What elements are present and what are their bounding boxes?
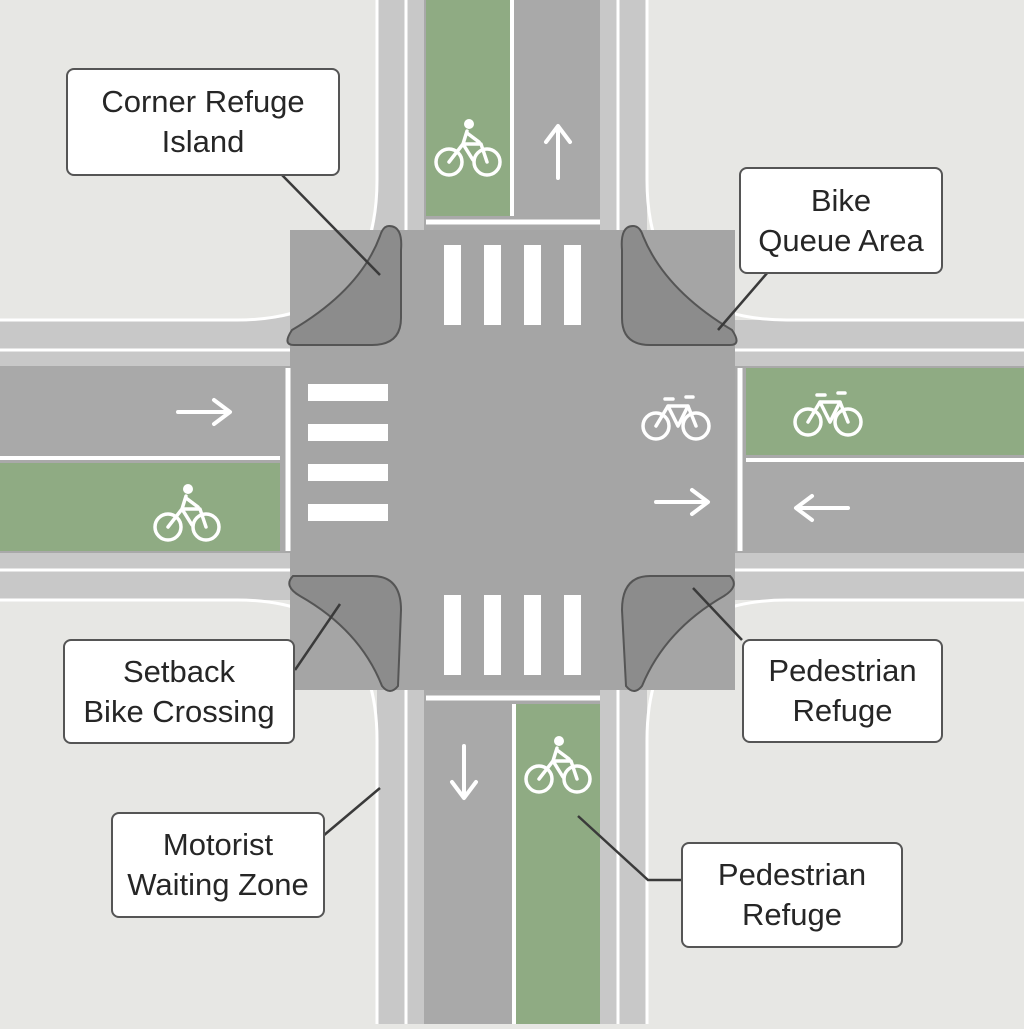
island-se <box>620 575 735 692</box>
callout-line: Corner Refuge <box>101 84 305 119</box>
callout-corner-refuge-island: Corner Refuge Island <box>66 68 340 176</box>
callout-line: Pedestrian <box>717 857 867 892</box>
callout-line: Pedestrian <box>768 653 917 688</box>
bike-lane-west <box>0 463 280 551</box>
callout-motorist-waiting-zone: Motorist Waiting Zone <box>111 812 325 918</box>
island-ne <box>620 224 738 346</box>
callout-line: Refuge <box>742 897 842 932</box>
callout-bike-queue-area: Bike Queue Area <box>739 167 943 274</box>
callout-setback-bike-crossing: Setback Bike Crossing <box>63 639 295 744</box>
bike-lane-east <box>746 368 1024 455</box>
bike-lane-north <box>426 0 510 216</box>
island-sw <box>288 575 403 692</box>
corner-islands <box>286 224 738 692</box>
crosswalks <box>308 245 581 675</box>
callout-line: Refuge <box>792 693 893 728</box>
callout-pedestrian-refuge-bottom: Pedestrian Refuge <box>681 842 903 948</box>
island-nw <box>286 224 403 346</box>
callout-line: Island <box>161 124 245 159</box>
leader-lines <box>281 174 769 882</box>
callout-line: Bike <box>810 182 872 218</box>
callout-line: Waiting Zone <box>127 867 309 902</box>
callout-line: Setback <box>122 653 235 689</box>
bike-lane-south <box>516 704 600 1024</box>
callout-pedestrian-refuge-right: Pedestrian Refuge <box>742 639 943 743</box>
callout-line: Queue Area <box>758 222 924 258</box>
stop-lines <box>285 219 743 701</box>
callout-line: Motorist <box>162 827 274 862</box>
callout-line: Bike Crossing <box>83 693 275 729</box>
